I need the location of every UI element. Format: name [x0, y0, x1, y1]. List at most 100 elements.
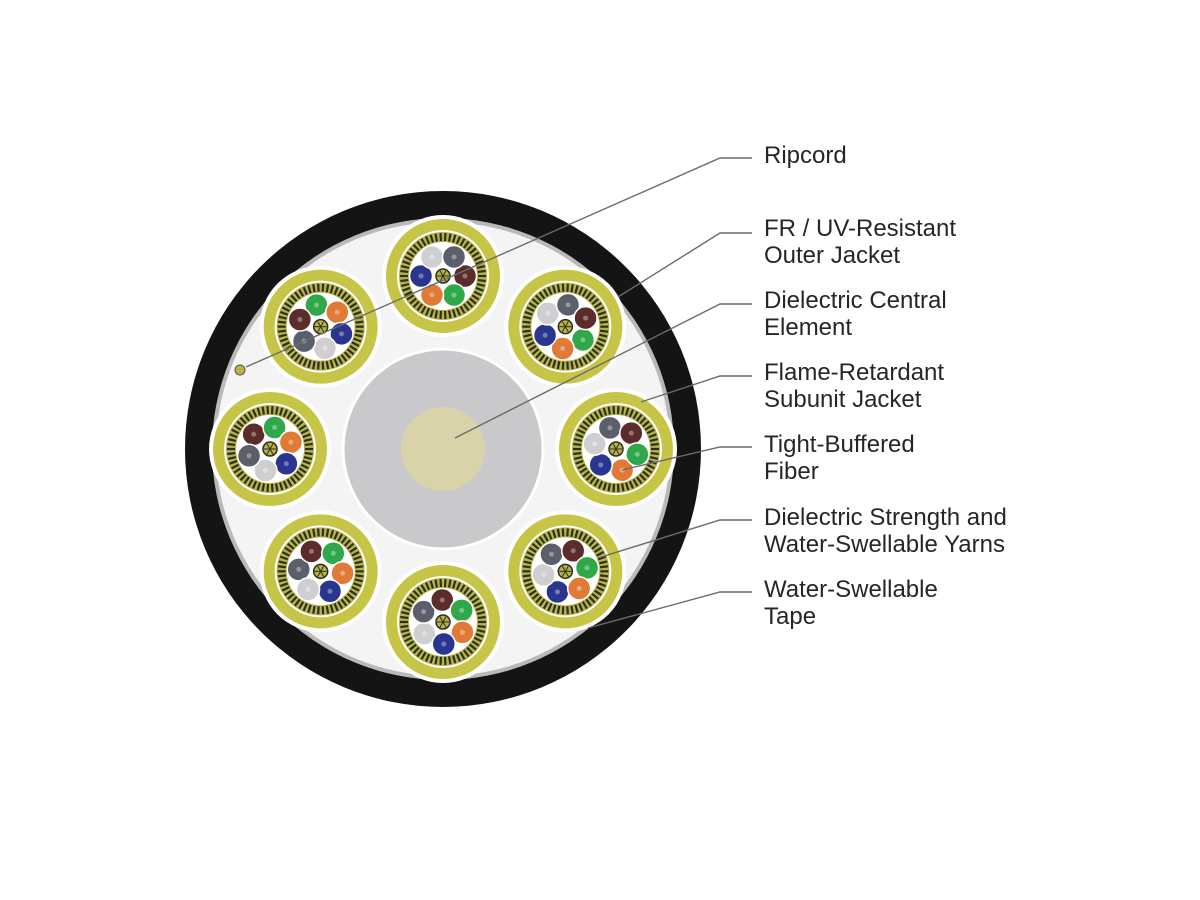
- yarn-strand: [526, 551, 535, 557]
- yarn-strand: [593, 302, 602, 309]
- yarn-strand: [243, 476, 250, 485]
- leader-line-strength-yarns: [597, 519, 752, 559]
- yarn-strand: [351, 341, 360, 347]
- fiber-core: [541, 572, 547, 578]
- yarn-strand: [353, 555, 362, 561]
- yarn-strand: [294, 291, 301, 300]
- yarn-strand: [343, 351, 351, 359]
- yarn-strand: [642, 420, 650, 428]
- yarn-strand: [424, 236, 431, 245]
- yarn-strand: [239, 473, 247, 482]
- label-outer-jacket-line-1: FR / UV-Resistant: [764, 215, 956, 242]
- yarn-strand: [227, 438, 237, 442]
- yarn-strand: [231, 463, 240, 470]
- yarn-strand: [302, 603, 308, 612]
- yarn-strand: [477, 278, 486, 283]
- cable-cross-section: [185, 191, 701, 707]
- yarn-strand: [556, 528, 561, 538]
- yarn-strand: [650, 451, 659, 456]
- tight-buffered-fiber: [560, 538, 586, 564]
- yarn-strand: [416, 649, 423, 658]
- yarn-strand: [538, 291, 546, 300]
- label-ripcord-line-1: Ripcord: [764, 142, 847, 169]
- fiber-core: [340, 570, 346, 576]
- yarn-strand: [333, 603, 339, 612]
- center-yarn-strand: [442, 275, 447, 282]
- yarn-strand: [523, 315, 532, 320]
- yarn-strand: [400, 629, 410, 633]
- yarn-strand: [475, 286, 484, 292]
- yarn-strand: [281, 341, 290, 347]
- yarn-strand: [523, 578, 532, 583]
- leader-line-tight-buffered-fiber: [621, 446, 752, 471]
- yarn-strand: [650, 442, 659, 447]
- fiber-core: [429, 254, 435, 260]
- yarn-strand: [298, 601, 305, 610]
- fiber-core: [634, 451, 640, 457]
- center-yarn-strand: [266, 448, 271, 455]
- yarn-strand: [648, 433, 657, 439]
- yarn-strand: [409, 593, 417, 601]
- yarn-strand: [302, 531, 308, 540]
- yarn-strand: [227, 442, 236, 447]
- yarn-strand: [325, 360, 330, 370]
- yarn-strand: [447, 656, 452, 665]
- yarn-strand: [281, 586, 290, 592]
- yarn-strand: [355, 574, 364, 578]
- yarn-strand: [476, 265, 486, 269]
- yarn-strand: [547, 603, 553, 612]
- yarn-strand: [573, 442, 582, 447]
- label-central-element-line-1: Dielectric Central: [764, 287, 947, 314]
- fiber-core: [565, 302, 571, 308]
- center-yarn-strand: [269, 448, 274, 455]
- yarn-strand: [578, 286, 584, 295]
- yarn-strand: [597, 555, 607, 561]
- yarn-strand: [581, 533, 588, 542]
- yarn-strand: [535, 294, 543, 302]
- fiber-core: [421, 631, 427, 637]
- yarn-strand: [531, 298, 540, 306]
- yarn-strand: [351, 551, 360, 557]
- yarn-strand: [599, 578, 608, 583]
- tight-buffered-fiber: [450, 620, 475, 645]
- yarn-strand: [337, 356, 344, 365]
- yarn-strand: [412, 589, 420, 598]
- yarn-strand: [227, 456, 237, 460]
- strength-yarn-strands: [277, 528, 364, 615]
- yarn-strand: [526, 306, 535, 312]
- yarn-strand: [247, 478, 254, 487]
- yarn-strand: [463, 240, 470, 249]
- yarn-strand: [287, 542, 295, 550]
- yarn-strand: [312, 605, 316, 614]
- yarn-strand: [632, 478, 639, 487]
- yarn-strand: [607, 483, 612, 492]
- yarn-strand: [298, 356, 305, 365]
- yarn-strand: [522, 329, 531, 333]
- yarn-strand: [577, 463, 586, 470]
- center-yarn-strand: [439, 621, 444, 628]
- yarn-strand: [429, 580, 435, 589]
- yarn-strand: [340, 354, 348, 362]
- yarn-strand: [279, 310, 289, 316]
- fiber-core: [441, 641, 447, 647]
- yarn-strand: [298, 533, 305, 542]
- yarn-strand: [406, 597, 415, 604]
- yarn-strand: [340, 536, 348, 544]
- yarn-strand: [229, 459, 238, 465]
- yarn-strand: [278, 407, 284, 416]
- yarn-strand: [355, 320, 364, 324]
- labels-group: Ripcord FR / UV-Resistant Outer Jacket D…: [245, 142, 1007, 630]
- fiber-core: [542, 332, 548, 338]
- yarn-strand: [528, 546, 537, 554]
- yarn-strand: [475, 606, 484, 612]
- yarn-strand: [556, 605, 561, 614]
- label-central-element: Dielectric Central Element: [764, 287, 953, 341]
- tight-buffered-fiber: [429, 587, 455, 613]
- label-strength-yarns-line-2: Water-Swellable Yarns: [764, 531, 1005, 558]
- yarn-strand: [227, 451, 236, 456]
- yarn-strand: [340, 598, 348, 607]
- yarn-strand: [596, 306, 605, 312]
- fiber-core: [338, 331, 344, 337]
- yarn-strand: [542, 533, 549, 542]
- yarn-strand: [329, 285, 335, 294]
